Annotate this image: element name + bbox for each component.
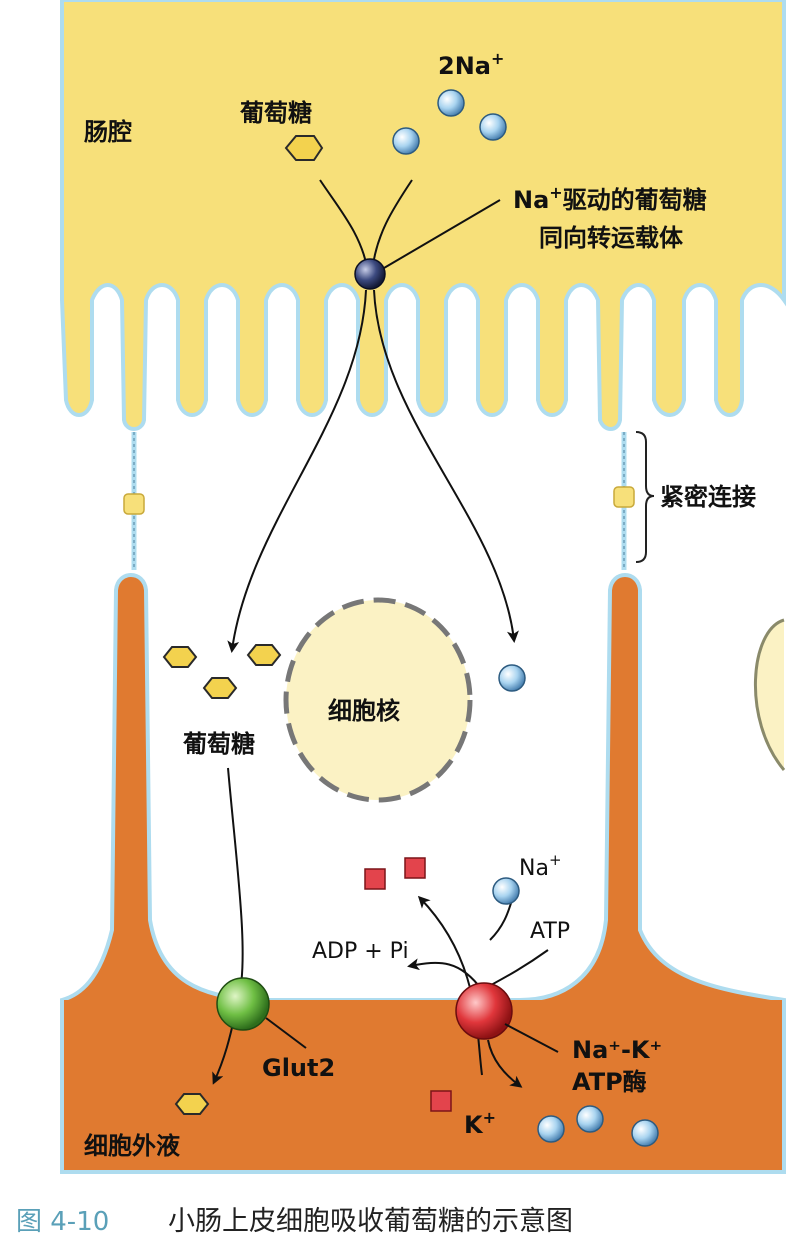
potassium-influx-arrow [487,1039,523,1088]
lumen-region [60,0,786,431]
sodium-lumen-label: 2Na+ [438,49,504,80]
glucose-molecule-lumen [284,135,324,161]
sodium-cell-label: Na+ [519,851,562,881]
neighbor-nucleus [754,618,786,771]
sodium-ion-near-pump [492,877,520,905]
glut2-label: Glut2 [262,1054,335,1082]
sodium-ion-extracellular-3 [631,1119,659,1147]
basal-fluid [64,1000,782,1170]
pump-label-line2: ATP酶 [572,1068,647,1096]
glucose-molecule-cell-2 [246,644,282,666]
na-k-atpase-pump [455,982,513,1040]
sodium-ion-lumen-2 [392,127,420,155]
sodium-ion-extracellular-2 [576,1105,604,1133]
glucose-lumen-label: 葡萄糖 [239,99,312,127]
figure-caption: 小肠上皮细胞吸收葡萄糖的示意图 [168,1206,573,1237]
glut2-leader-line [265,1017,307,1049]
figure-number: 图 4-10 [16,1207,109,1237]
adp-release-arrow [407,958,483,991]
glucose-into-cell-arrow [227,289,367,653]
glucose-molecule-extracellular [174,1093,210,1115]
symporter-label-line2: 同向转运载体 [539,224,684,252]
sodium-ion-extracellular-1 [537,1115,565,1143]
symporter-label-line1: Na+驱动的葡萄糖 [513,183,707,214]
sodium-ion-cell [498,664,526,692]
symporter-leader-line [383,199,501,269]
potassium-label: K+ [464,1108,496,1139]
adp-pi-label: ADP + Pi [312,939,409,964]
nucleus [283,597,473,803]
glucose-molecule-cell-3 [202,677,238,699]
potassium-ion-cell-1 [364,868,386,890]
sodium-ion-lumen-1 [437,89,465,117]
tight-junction-right-protein [613,486,635,508]
tight-junction-label: 紧密连接 [660,483,756,511]
tight-junction-left-protein [123,493,145,515]
tight-junction-bracket [635,431,655,563]
sodium-ion-lumen-3 [479,113,507,141]
symporter-protein [354,258,386,290]
pump-label-line1: Na⁺-K⁺ [572,1036,662,1064]
glucose-molecule-cell-1 [162,646,198,668]
atp-label: ATP [530,919,570,944]
extracellular-label: 细胞外液 [84,1132,180,1160]
pump-leader-line [504,1023,559,1053]
glucose-cell-label: 葡萄糖 [182,730,255,758]
nucleus-label: 细胞核 [328,697,400,725]
glut2-transporter [216,977,270,1031]
sodium-into-cell-arrow [373,289,519,643]
potassium-ion-extracellular [430,1090,452,1112]
lumen-label: 肠腔 [84,118,132,146]
potassium-ion-cell-2 [404,857,426,879]
